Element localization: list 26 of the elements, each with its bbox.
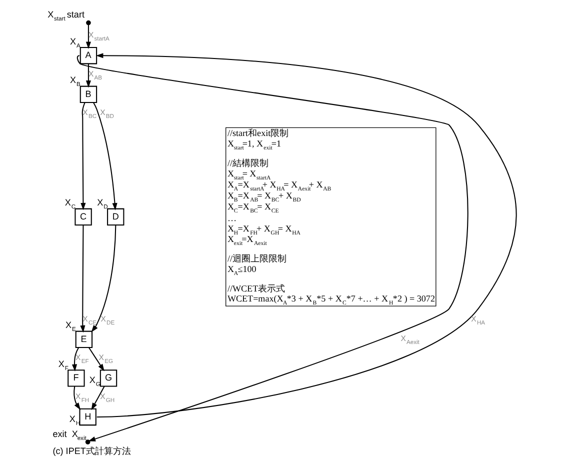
label: //結構限制 (227, 158, 268, 168)
node-label: X$_{start}$ (48, 10, 66, 23)
label: //迴圈上限限制 (227, 254, 286, 264)
node-label: exit X (52, 428, 78, 439)
node-label: X$_{B}$ (70, 75, 80, 88)
node-label: X$_{F}$ (58, 359, 68, 372)
label: X$_{exit}$=X$_{Aexit}$ (227, 234, 267, 248)
label: WCET=max(X$_{A}$*3 + X$_{B}$*5 + X$_{C}$*7 +… + X$_{H}$*2 ) = 3072 (227, 294, 435, 307)
node-label: X$_{A}$ (70, 36, 80, 50)
label: … (227, 212, 236, 223)
node-label: X$_{E}$ (66, 320, 76, 334)
node-label: X$_{G}$ (89, 375, 100, 388)
label: X$_{H}$=X$_{FH}$+ X$_{GH}$= X$_{HA}$ (227, 223, 300, 236)
node-label: X$_{C}$ (64, 198, 76, 211)
label: X$_{A}$≤100 (227, 264, 256, 277)
node-label: exit (77, 436, 86, 442)
label: X$_{B}$=X$_{AB}$= X$_{BC}$+ X$_{BD}$ (227, 190, 301, 204)
label: X$_{C}$=X$_{BC}$= X$_{CE}$ (227, 201, 279, 214)
label: X$_{start}$=1, X$_{exit}$=1 (227, 138, 282, 152)
label: //WCET表示式 (227, 283, 286, 294)
caption: (c) IPET式計算方法 (52, 446, 131, 456)
label: X$_{A}$=X$_{startA}$+ X$_{HA}$= X$_{Aexit}$+ X$_{AB}$ (227, 179, 332, 192)
node-label: start (66, 10, 85, 20)
node-label: X$_{D}$ (97, 198, 108, 211)
label: //start和exit限制 (227, 128, 289, 138)
label: X$_{start}$= X$_{startA}$ (227, 168, 271, 182)
